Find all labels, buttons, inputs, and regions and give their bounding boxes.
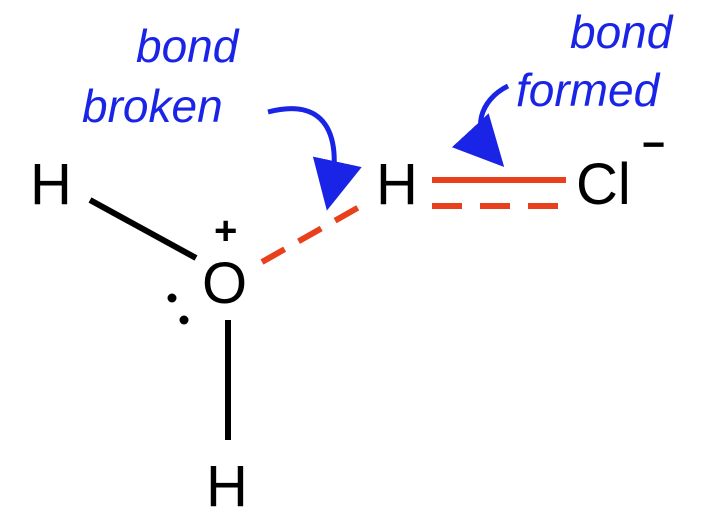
atom-h-bottom: H — [206, 454, 248, 519]
bond-h-left-o — [88, 197, 198, 261]
label-bond-broken-line2: broken — [82, 80, 223, 132]
arrow-bond-broken-icon — [267, 106, 362, 211]
charge-oxygen-plus: + — [214, 209, 237, 253]
atom-h-left: H — [30, 152, 72, 217]
bond-o-h-dashed — [260, 199, 370, 265]
atom-h-transfer: H — [376, 152, 418, 217]
arrow-bond-formed-icon — [451, 83, 510, 168]
label-bond-formed-line1: bond — [570, 6, 674, 58]
atom-oxygen: O — [202, 251, 247, 316]
label-bond-formed-line2: formed — [516, 64, 661, 116]
label-bond-broken-line1: bond — [136, 20, 240, 72]
atom-chlorine: Cl — [576, 152, 631, 217]
lone-pair-dot-bottom — [179, 315, 189, 325]
charge-chlorine-minus: − — [642, 123, 665, 167]
lone-pair-dot-top — [167, 293, 177, 303]
